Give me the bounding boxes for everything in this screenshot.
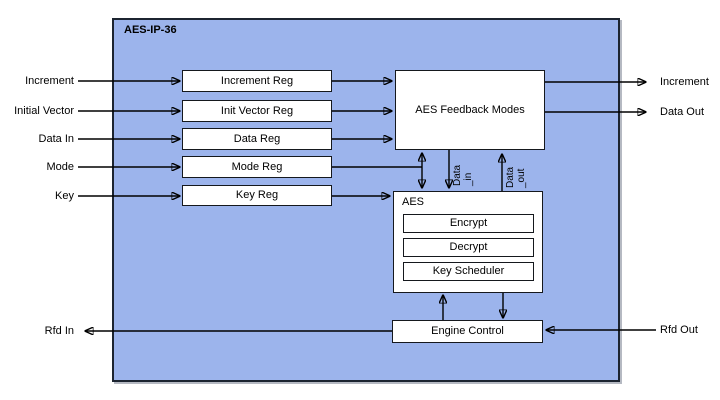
- block-encrypt: Encrypt: [403, 214, 534, 233]
- port-label-key-in: Key: [55, 190, 74, 202]
- block-label: Engine Control: [431, 325, 504, 337]
- port-label-rfd-out: Rfd Out: [660, 324, 698, 336]
- block-label: Mode Reg: [231, 160, 283, 173]
- port-label-mode-in: Mode: [46, 161, 74, 173]
- port-label-data-in: Data In: [38, 133, 74, 145]
- block-label: Decrypt: [449, 241, 488, 253]
- ip-title: AES-IP-36: [124, 24, 177, 36]
- port-label-increment-in: Increment: [25, 75, 74, 87]
- block-label: AES: [402, 196, 425, 208]
- block-key-scheduler: Key Scheduler: [403, 262, 534, 281]
- block-label: Increment Reg: [220, 74, 294, 87]
- block-aes-core: AES Encrypt Decrypt Key Scheduler: [393, 191, 543, 293]
- block-engine-control: Engine Control: [392, 320, 543, 343]
- block-data-reg: Data Reg: [182, 128, 332, 150]
- block-label: AES Feedback Modes: [415, 103, 525, 116]
- bus-label-data-in: Data _in: [452, 164, 474, 186]
- block-key-reg: Key Reg: [182, 185, 332, 206]
- block-mode-reg: Mode Reg: [182, 156, 332, 178]
- bus-label-data-out: Data _out: [505, 166, 527, 188]
- block-label: Init Vector Reg: [220, 104, 294, 117]
- block-label: Key Scheduler: [432, 265, 505, 277]
- port-label-data-out: Data Out: [660, 106, 705, 118]
- port-label-rfd-in: Rfd In: [44, 325, 74, 337]
- block-init-vector-reg: Init Vector Reg: [182, 100, 332, 122]
- block-label: Key Reg: [235, 189, 279, 201]
- block-label: Encrypt: [449, 217, 488, 229]
- port-label-initial-vector-in: Initial Vector: [14, 105, 74, 117]
- block-label: Data Reg: [233, 132, 281, 145]
- block-aes-feedback-modes: AES Feedback Modes: [395, 70, 545, 150]
- block-increment-reg: Increment Reg: [182, 70, 332, 92]
- port-label-increment-out: Increment: [660, 76, 709, 88]
- block-decrypt: Decrypt: [403, 238, 534, 257]
